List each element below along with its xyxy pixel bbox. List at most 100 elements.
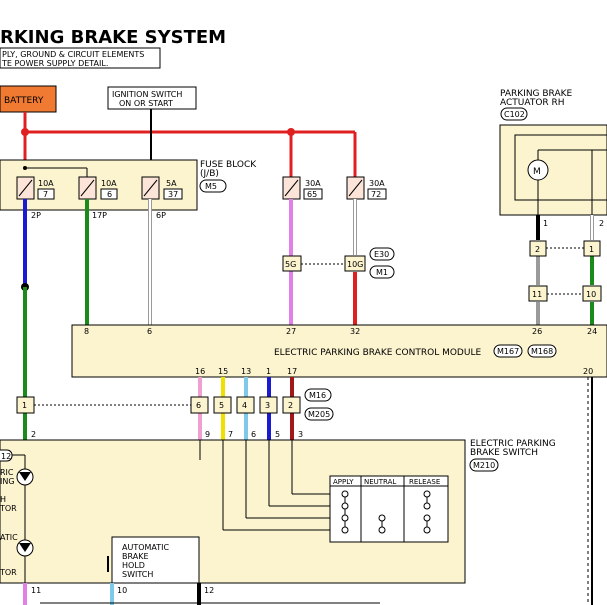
conn-a: E30 (374, 250, 389, 259)
ignition-line-2: ON OR START (119, 99, 173, 108)
motor-label: M (533, 167, 541, 177)
mid-connector-label: 6 (196, 401, 201, 410)
diode-icon (19, 543, 31, 552)
svg-text:17P: 17P (92, 211, 107, 220)
inline-left: 5G (285, 260, 296, 269)
mid-conn-a: M16 (309, 391, 326, 400)
cm-connector: M168 (531, 347, 553, 356)
svg-text:6P: 6P (156, 211, 166, 220)
bottom-pin: 9 (205, 430, 210, 439)
connector-badge (199, 179, 227, 193)
actuator-pin-2: 2 (599, 219, 604, 228)
connector-badge (493, 344, 523, 358)
connector-badge (500, 107, 528, 121)
mid-connector-label: 2 (288, 401, 293, 410)
actuator-label-1: PARKING BRAKE (500, 89, 573, 99)
connector-badge (469, 458, 499, 472)
top-pin: 1 (266, 367, 271, 376)
top-pin: 17 (287, 367, 297, 376)
fuse-1: 10A 7 2P (16, 176, 55, 220)
actuator-box-label: 1 (589, 245, 594, 254)
connector-badge (369, 265, 395, 279)
actuator-conn-box (582, 285, 602, 302)
control-module-label: ELECTRIC PARKING BRAKE CONTROL MODULE (274, 348, 481, 358)
brake-switch-label-2: BRAKE SWITCH (470, 448, 538, 458)
switch-contacts (341, 490, 431, 534)
left-text: RIC (0, 468, 14, 477)
auto-hold-label: AUTOMATIC (122, 543, 170, 552)
diode-icon (19, 472, 31, 481)
inline-right: 10G (347, 260, 363, 269)
pin-2: 2 (31, 430, 36, 439)
fuse-3: 5A 37 6P (141, 176, 183, 220)
fuse-5: 30A 72 (346, 176, 387, 200)
bottom-pin: 3 (298, 430, 303, 439)
svg-text:65: 65 (307, 190, 317, 199)
ignition-line-1: IGNITION SWITCH (112, 90, 182, 99)
svg-text:5A: 5A (166, 179, 177, 188)
mid-connector (259, 396, 278, 414)
battery-label: BATTERY (4, 96, 44, 106)
mid-connector-label: 4 (242, 401, 247, 410)
connector-badge (304, 388, 332, 402)
cm-connector: M167 (497, 347, 519, 356)
cm-pin: 27 (286, 327, 296, 336)
mid-connector (190, 396, 209, 414)
top-pin: 13 (241, 367, 251, 376)
fuse-block-label-2: (J/B) (200, 169, 219, 179)
note-line-2: TE POWER SUPPLY DETAIL. (1, 59, 108, 68)
actuator-inner (514, 134, 607, 201)
left-text: H (0, 495, 6, 504)
mid-connector (213, 396, 232, 414)
bottom-pin: 11 (31, 586, 41, 595)
battery-box (0, 85, 57, 113)
cm-pin: 6 (147, 327, 152, 336)
connector-badge (527, 344, 557, 358)
svg-text:6: 6 (107, 190, 112, 199)
cm-pin: 32 (350, 327, 360, 336)
mid-conn-b: M205 (308, 410, 330, 419)
actuator-panel (499, 124, 607, 216)
bottom-pin: 10 (117, 586, 127, 595)
bottom-pin: 12 (204, 586, 214, 595)
auto-hold-label: BRAKE (122, 552, 149, 561)
cm-pin: 8 (84, 327, 89, 336)
note-line-1: PLY, GROUND & CIRCUIT ELEMENTS (2, 50, 144, 59)
actuator-box-label: 11 (532, 290, 542, 299)
cm-pin: 26 (532, 327, 542, 336)
left-text: TOR (0, 504, 17, 513)
bottom-pin: 5 (275, 430, 280, 439)
cm-pin: 20 (583, 367, 593, 376)
left-text: TOR (0, 568, 17, 577)
table-header: APPLY (333, 478, 354, 486)
top-pin: 16 (195, 367, 205, 376)
bottom-pin: 6 (251, 430, 256, 439)
top-pin: 15 (218, 367, 228, 376)
svg-text:30A: 30A (369, 179, 385, 188)
mid-connector (236, 396, 255, 414)
left-text: ATIC (0, 533, 18, 542)
auto-hold-label: HOLD (122, 561, 145, 570)
svg-text:30A: 30A (305, 179, 321, 188)
brake-switch-connector: M210 (473, 461, 495, 470)
mid-connector-label: 1 (22, 401, 27, 410)
conn-b: M1 (376, 268, 388, 277)
mid-connector-label: 3 (265, 401, 270, 410)
auto-hold-box (111, 536, 200, 584)
fuse-4: 30A 65 (282, 176, 323, 200)
actuator-connector: C102 (504, 110, 525, 119)
fuse-block-label-1: FUSE BLOCK (200, 160, 257, 170)
bottom-pin: 7 (228, 430, 233, 439)
junction-dot (23, 166, 27, 170)
note-box (0, 47, 161, 69)
table-header: RELEASE (409, 478, 440, 486)
auto-hold-label: SWITCH (122, 570, 153, 579)
svg-text:2P: 2P (31, 211, 41, 220)
svg-text:10A: 10A (38, 179, 54, 188)
mid-connector (282, 396, 301, 414)
connector-badge (304, 407, 334, 421)
left-text: ING (0, 477, 15, 486)
svg-text:10A: 10A (101, 179, 117, 188)
actuator-conn-box (583, 240, 601, 257)
